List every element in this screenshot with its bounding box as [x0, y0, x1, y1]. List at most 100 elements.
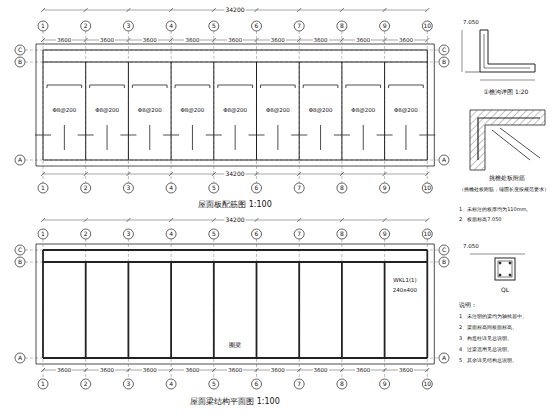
axis-bubble [15, 45, 25, 55]
axis-bubble [422, 183, 432, 193]
axis-number: 1 [40, 381, 46, 388]
drawing-line [126, 38, 130, 42]
drawing-line [169, 218, 173, 222]
dimension: 34200 [224, 217, 245, 224]
elevation: 7.050 [462, 19, 480, 25]
axis-letter: B [17, 259, 23, 266]
axis-number: 2 [83, 231, 89, 238]
drawing-line [25, 250, 439, 251]
axis-bubble [81, 229, 91, 239]
drawing-line [384, 62, 385, 160]
dimension: 3600 [313, 367, 329, 373]
axis-letter: C [17, 247, 23, 254]
rebar-spec: Φ8@200 [265, 107, 291, 113]
axis-bubble [15, 57, 25, 67]
drawing-line [345, 85, 346, 88]
drawing-line [297, 368, 301, 372]
axis-letter: C [17, 47, 23, 54]
drawing-line [25, 358, 439, 359]
drawing-line [85, 239, 86, 379]
axis-bubble [166, 21, 176, 31]
drawing-line [255, 218, 259, 222]
dimension: 3600 [227, 37, 243, 43]
dimension: 3600 [184, 367, 200, 373]
axis-number: 1 [40, 23, 46, 30]
corner-rebar-detail [470, 110, 545, 170]
drawing-line [341, 262, 343, 358]
drawing-line [426, 250, 428, 262]
drawing-line [84, 172, 88, 176]
drawing-line [383, 218, 387, 222]
drawing-line [340, 368, 344, 372]
axis-number: 8 [339, 23, 345, 30]
axis-number: 7 [296, 23, 302, 30]
axis-bubble [209, 21, 219, 31]
drawing-line [126, 218, 130, 222]
axis-number: 9 [382, 23, 388, 30]
drawing-line [298, 262, 300, 358]
drawing-line [291, 135, 307, 136]
drawing-line [363, 125, 364, 150]
drawing-line [132, 85, 133, 88]
dimension: 3600 [355, 367, 371, 373]
axis-number: 8 [339, 231, 345, 238]
drawing-line [163, 135, 179, 136]
drawing-line [41, 218, 45, 222]
axis-bubble [15, 353, 25, 363]
drawing-line [84, 218, 88, 222]
dimension: 3600 [56, 37, 72, 43]
axis-number: 4 [168, 231, 174, 238]
drawing-line [255, 172, 259, 176]
note: 4、过梁选用见总说明。 [458, 347, 556, 353]
dimension: 3600 [142, 367, 158, 373]
axis-bubble [380, 229, 390, 239]
axis-bubble [337, 229, 347, 239]
axis-letter: A [17, 355, 23, 362]
axis-number: 10 [422, 23, 432, 30]
drawing-line [25, 262, 439, 263]
axis-bubble [252, 379, 262, 389]
axis-letter: B [441, 259, 447, 266]
drawing-line [423, 85, 424, 88]
axis-bubble [15, 257, 25, 267]
axis-bubble [252, 229, 262, 239]
drawing-line [42, 250, 44, 262]
drawing-line [419, 135, 435, 136]
axis-bubble [252, 183, 262, 193]
drawing-line [297, 8, 301, 12]
drawing-line [169, 172, 173, 176]
drawing-line [297, 38, 301, 42]
drawing-line [383, 8, 387, 12]
drawing-line [169, 8, 173, 12]
drawing-line [149, 125, 150, 150]
axis-bubble [166, 183, 176, 193]
drawing-line [84, 8, 88, 12]
dimension: 3600 [227, 367, 243, 373]
drawing-line [425, 8, 429, 12]
drawing-line [43, 357, 427, 359]
drawing-line [252, 85, 253, 88]
axis-bubble [294, 379, 304, 389]
drawing-line [337, 85, 338, 88]
drawing-line [212, 368, 216, 372]
axis-letter: A [441, 355, 447, 362]
drawing-line [389, 85, 424, 86]
rebar-spec: Φ8@200 [222, 107, 248, 113]
drawing-line [90, 85, 125, 86]
drawing-line [43, 249, 427, 251]
axis-bubble [209, 229, 219, 239]
axis-number: 4 [168, 185, 174, 192]
axis-bubble [439, 245, 449, 255]
drawing-line [78, 135, 94, 136]
drawing-line [169, 368, 173, 372]
drawing-line [192, 125, 193, 150]
drawing-line [261, 85, 296, 86]
axis-bubble [15, 245, 25, 255]
drawing-line [209, 85, 210, 88]
drawing-line [255, 8, 259, 12]
drawing-line [36, 44, 434, 45]
axis-number: 7 [296, 381, 302, 388]
detail-title: 挑檐处板附筋 [488, 175, 526, 182]
axis-number: 4 [168, 381, 174, 388]
drawing-line [341, 239, 342, 379]
